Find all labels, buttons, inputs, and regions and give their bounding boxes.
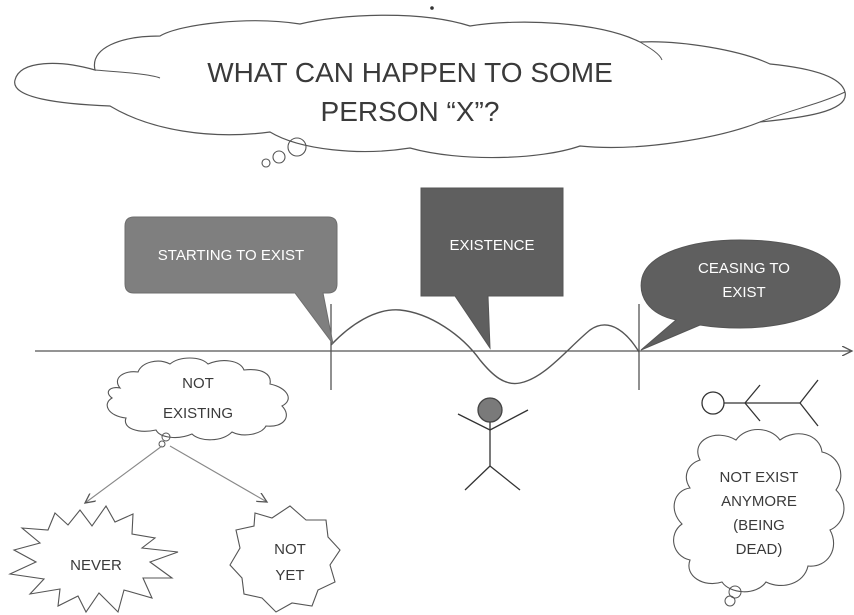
not-existing-bubble-2 [158, 440, 166, 448]
not-existing-bubble-1 [161, 432, 171, 442]
callout-starting-to-exist: STARTING TO EXIST [124, 216, 338, 345]
figure-right-leg [489, 465, 521, 491]
never-label: NEVER [70, 557, 122, 574]
stray-dot [430, 6, 434, 10]
callout-existence: EXISTENCE [420, 187, 564, 350]
callout-ceasing-to-exist: CEASING TO EXIST [640, 239, 841, 351]
not-exist-bubble-1 [728, 585, 742, 599]
figure-head [477, 397, 503, 423]
stick-figure-dead [701, 379, 819, 427]
starting-to-exist-label: STARTING TO EXIST [158, 247, 304, 264]
thought-bubble-large [287, 137, 307, 157]
not-existing-line-2: EXISTING [163, 405, 233, 422]
ceasing-label-line-1: CEASING TO [698, 260, 790, 277]
ceasing-label-line-2: EXIST [722, 284, 765, 301]
thought-bubble-medium [272, 150, 286, 164]
existence-wave [330, 309, 640, 385]
existence-label: EXISTENCE [449, 237, 534, 254]
not-exist-line-3: (BEING [733, 517, 785, 534]
arrow-to-never [85, 445, 163, 503]
not-existing-line-1: NOT [182, 375, 214, 392]
not-exist-line-2: ANYMORE [721, 493, 797, 510]
thought-bubble-small [261, 158, 271, 168]
dead-figure-leg-down [799, 402, 819, 427]
not-yet-line-2: YET [275, 567, 304, 584]
arrow-to-not-yet [169, 445, 267, 502]
dead-figure-arm-up [744, 384, 761, 404]
figure-left-arm [457, 413, 491, 431]
title-line-2: PERSON “X”? [321, 96, 500, 127]
not-exist-line-4: DEAD) [736, 541, 783, 558]
not-exist-line-1: NOT EXIST [720, 469, 799, 486]
dead-figure-head [701, 391, 725, 415]
not-yet-badge: NOT YET [229, 505, 341, 613]
dead-figure-leg-up [799, 379, 819, 404]
not-exist-anymore-cloud: NOT EXIST ANYMORE (BEING DEAD) [673, 428, 845, 607]
figure-right-arm [489, 409, 529, 431]
not-exist-bubble-2 [724, 595, 736, 607]
never-starburst: NEVER [8, 504, 179, 614]
title-line-1: WHAT CAN HAPPEN TO SOME [207, 57, 613, 88]
title-cloud: WHAT CAN HAPPEN TO SOME PERSON “X”? [14, 14, 846, 168]
not-yet-line-1: NOT [274, 541, 306, 558]
not-existing-cloud: NOT EXISTING [106, 357, 289, 448]
dead-figure-arm-down [744, 402, 761, 422]
stick-figure-alive [457, 397, 529, 491]
figure-left-leg [464, 465, 491, 491]
